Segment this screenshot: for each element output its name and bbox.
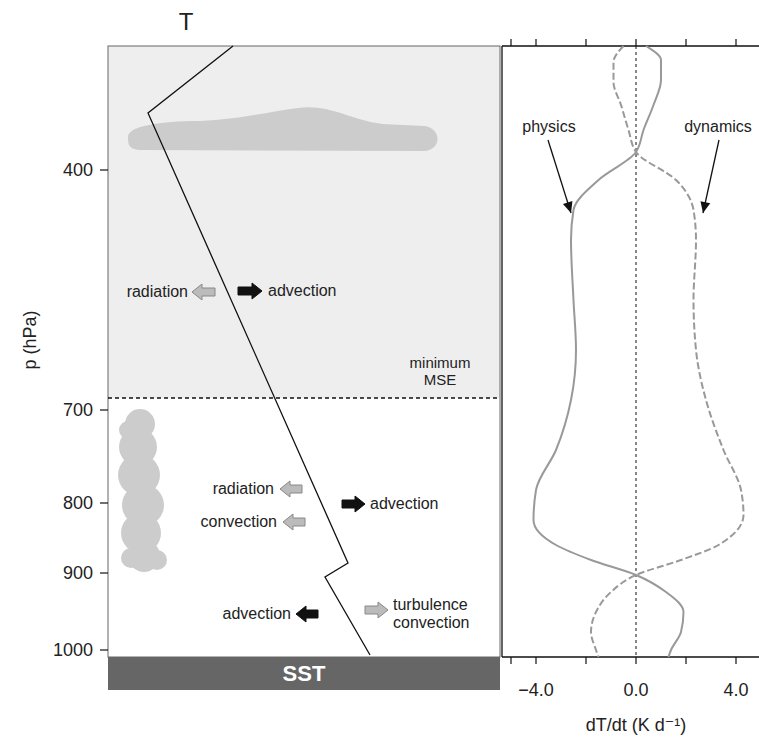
axis-left [501, 46, 502, 657]
cloud-puff [119, 421, 137, 439]
physics-curve [534, 46, 684, 657]
curve-label: dynamics [684, 118, 752, 136]
x-tick [635, 39, 636, 46]
advection-arrow [238, 283, 262, 299]
axis-top [502, 45, 759, 46]
band-label: SST [283, 661, 326, 687]
heating-arrow [280, 481, 302, 497]
x-tick [535, 39, 536, 46]
process-label: advection [268, 282, 337, 300]
tick-label: 0.0 [623, 680, 648, 701]
tick-label: 800 [63, 493, 93, 514]
tick-label: 900 [63, 563, 93, 584]
advection-arrow [342, 496, 365, 512]
x-tick [735, 657, 736, 664]
process-label: turbulence convection [393, 596, 495, 633]
tick-label: 1000 [53, 640, 93, 661]
process-label: radiation [213, 480, 274, 498]
x-tick [535, 657, 536, 664]
process-label: radiation [127, 283, 188, 301]
sea-surface-band: SST [108, 657, 500, 690]
pressure-tick [100, 502, 108, 503]
x-tick [585, 39, 586, 46]
pressure-tick [100, 169, 108, 170]
axis-title: T [179, 8, 194, 36]
x-tick [585, 657, 586, 664]
x-tick [685, 657, 686, 664]
curve-label: physics [522, 118, 575, 136]
cloud-puff [121, 548, 141, 568]
process-label: advection [223, 605, 292, 623]
tick-label: −4.0 [518, 680, 554, 701]
cumulus-cloud [118, 409, 167, 572]
pressure-tick [100, 409, 108, 410]
leader-head [563, 201, 573, 213]
tick-label: 700 [63, 400, 93, 421]
cirrus-cloud [128, 107, 438, 151]
heating-arrow [192, 284, 215, 300]
panel-frame [108, 46, 500, 657]
process-label: advection [370, 495, 439, 513]
heating-arrow [283, 514, 305, 530]
cloud-puff [147, 550, 167, 570]
zero-line [636, 46, 637, 657]
heating-arrow [365, 602, 388, 618]
leader-line [703, 140, 719, 213]
dynamics-curve [591, 46, 744, 657]
x-tick [685, 39, 686, 46]
level-label: minimum MSE [393, 354, 488, 389]
pressure-tick [100, 572, 108, 573]
leader-head [700, 201, 710, 213]
x-tick [510, 39, 511, 46]
x-tick [510, 657, 511, 664]
mse-minimum-line [108, 397, 500, 399]
pressure-tick [100, 649, 108, 650]
axis-title: dT/dt (K d⁻¹) [586, 715, 687, 736]
x-tick [635, 657, 636, 664]
panel-ground [108, 46, 500, 657]
process-label: convection [201, 513, 278, 531]
tick-label: 4.0 [723, 680, 748, 701]
leader-line [548, 140, 571, 213]
axis-title: p (hPa) [20, 310, 41, 369]
tick-label: 400 [63, 160, 93, 181]
advection-arrow [296, 606, 318, 622]
x-tick [735, 39, 736, 46]
axis-bottom [502, 656, 759, 657]
temperature-profile [148, 46, 370, 655]
